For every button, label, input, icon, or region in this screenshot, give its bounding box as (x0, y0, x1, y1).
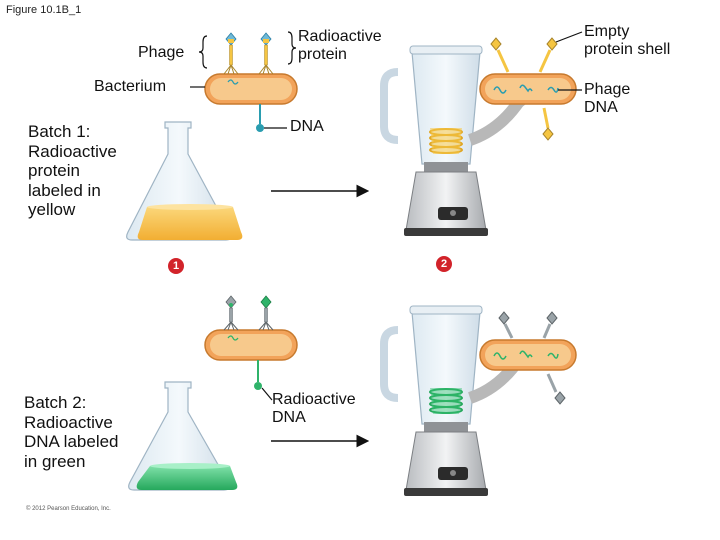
empty-shells-batch1 (490, 37, 558, 141)
flask-batch1 (126, 121, 243, 241)
step-2-badge: 2 (436, 256, 452, 272)
phage-yellow-1 (223, 32, 239, 75)
batch2-description: Batch 2: Radioactive DNA labeled in gree… (24, 393, 119, 471)
radioactive-dna-label: Radioactive DNA (272, 391, 356, 427)
dna-label: DNA (290, 118, 324, 135)
blender-batch2 (380, 305, 488, 496)
phage-green-2 (258, 295, 274, 331)
batch1-description: Batch 1: Radioactive protein labeled in … (28, 122, 117, 220)
bacterium-right-batch1 (479, 73, 577, 105)
phage-yellow-2 (258, 32, 274, 75)
empty-protein-shell-label: Empty protein shell (584, 23, 671, 59)
phage-label: Phage (138, 44, 185, 61)
blender-batch1 (380, 45, 488, 236)
phage-green-1 (223, 295, 239, 331)
copyright-notice: © 2012 Pearson Education, Inc. (26, 506, 111, 512)
radioactive-protein-label: Radioactive protein (298, 28, 382, 64)
bacterium-label: Bacterium (94, 78, 167, 95)
bacterium-batch1 (204, 73, 298, 105)
empty-shells-batch2 (498, 311, 566, 405)
phage-dna-label: Phage DNA (584, 81, 631, 117)
flask-batch2 (128, 381, 238, 491)
bacterium-right-batch2 (479, 339, 577, 371)
bacterium-batch2 (204, 329, 298, 361)
step-1-badge: 1 (168, 258, 184, 274)
figure-title: Figure 10.1B_1 (6, 4, 82, 16)
